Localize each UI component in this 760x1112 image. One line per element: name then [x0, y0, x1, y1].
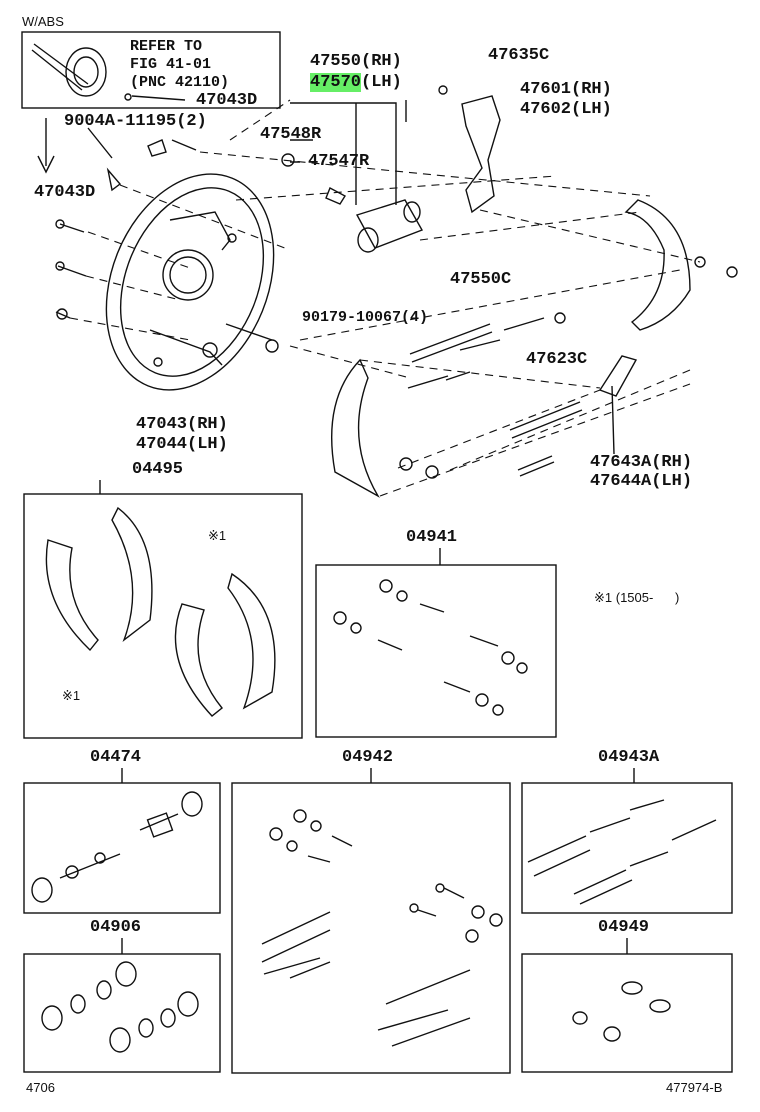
kit-04943A-label[interactable]: 04943A	[598, 748, 660, 767]
kit-04942-drawing	[261, 809, 503, 1047]
kit-04906-label[interactable]: 04906	[90, 918, 142, 937]
kit-04949-label[interactable]: 04949	[598, 918, 650, 937]
part-47547R[interactable]: 47547R	[308, 152, 370, 171]
part-47601[interactable]: 47601(RH)	[520, 80, 612, 99]
kit-04942-box	[231, 782, 511, 1074]
part-47602[interactable]: 47602(LH)	[520, 100, 612, 119]
footnote: ※1 (1505- )	[594, 590, 680, 605]
kit-04949-drawing	[572, 981, 671, 1042]
refer-line3: (PNC 42110)	[130, 74, 230, 91]
kit-04474-drawing	[31, 791, 203, 903]
kit-04495-drawing	[45, 506, 276, 717]
part-47043D-ref[interactable]: 47043D	[196, 91, 258, 110]
part-47043[interactable]: 47043(RH)	[136, 415, 228, 434]
refer-line2: FIG 41-01	[130, 56, 212, 73]
part-47043D[interactable]: 47043D	[34, 183, 96, 202]
part-47570[interactable]: 47570(LH)	[310, 73, 402, 92]
kit-04941-label[interactable]: 04941	[406, 528, 458, 547]
part-90179[interactable]: 90179-10067(4)	[302, 309, 429, 326]
part-47550[interactable]: 47550(RH)	[310, 52, 402, 71]
part-47548R[interactable]: 47548R	[260, 125, 322, 144]
guide-lines	[69, 99, 701, 497]
part-9004A[interactable]: 9004A-11195(2)	[64, 112, 207, 131]
refer-line1: REFER TO	[130, 38, 203, 55]
note-mark-1: ※1	[208, 528, 227, 543]
kit-04942-label[interactable]: 04942	[342, 748, 394, 767]
abs-sensor-drawing	[31, 43, 186, 101]
part-47644A[interactable]: 47644A(LH)	[590, 472, 693, 491]
down-arrow-icon	[37, 118, 55, 174]
left-brake-shoe-drawing	[330, 358, 439, 498]
parking-lever-drawing	[438, 85, 501, 214]
right-brake-shoe-drawing	[624, 199, 738, 331]
abs-reference-box	[21, 31, 281, 109]
kit-04949-box	[521, 953, 733, 1073]
part-47570-suffix: (LH)	[361, 73, 402, 92]
footer-left: 4706	[26, 1080, 55, 1095]
kit-04474-box	[23, 782, 221, 914]
kit-04495-label[interactable]: 04495	[132, 460, 184, 479]
kit-04943A-box	[521, 782, 733, 914]
footer-right: 477974-B	[666, 1080, 723, 1095]
part-47635C[interactable]: 47635C	[488, 46, 550, 65]
part-47044[interactable]: 47044(LH)	[136, 435, 228, 454]
backing-plate-drawing	[105, 173, 275, 391]
header-note: W/ABS	[22, 14, 64, 29]
part-47643A[interactable]: 47643A(RH)	[590, 453, 693, 472]
part-47550C[interactable]: 47550C	[450, 270, 512, 289]
kit-04906-box	[23, 953, 221, 1073]
part-47570-highlight[interactable]: 47570	[310, 73, 362, 92]
spring-drawings	[407, 312, 638, 477]
kit-04906-drawing	[41, 961, 199, 1053]
kit-04474-label[interactable]: 04474	[90, 748, 142, 767]
bolt-drawings	[55, 139, 279, 353]
part-47623C[interactable]: 47623C	[526, 350, 588, 369]
kit-04943A-drawing	[527, 799, 717, 905]
kit-leader-lines	[87, 100, 635, 954]
kit-04941-drawing	[333, 579, 528, 716]
note-mark-2: ※1	[62, 688, 81, 703]
kit-04495-box	[23, 493, 303, 739]
kit-04941-box	[315, 564, 557, 738]
